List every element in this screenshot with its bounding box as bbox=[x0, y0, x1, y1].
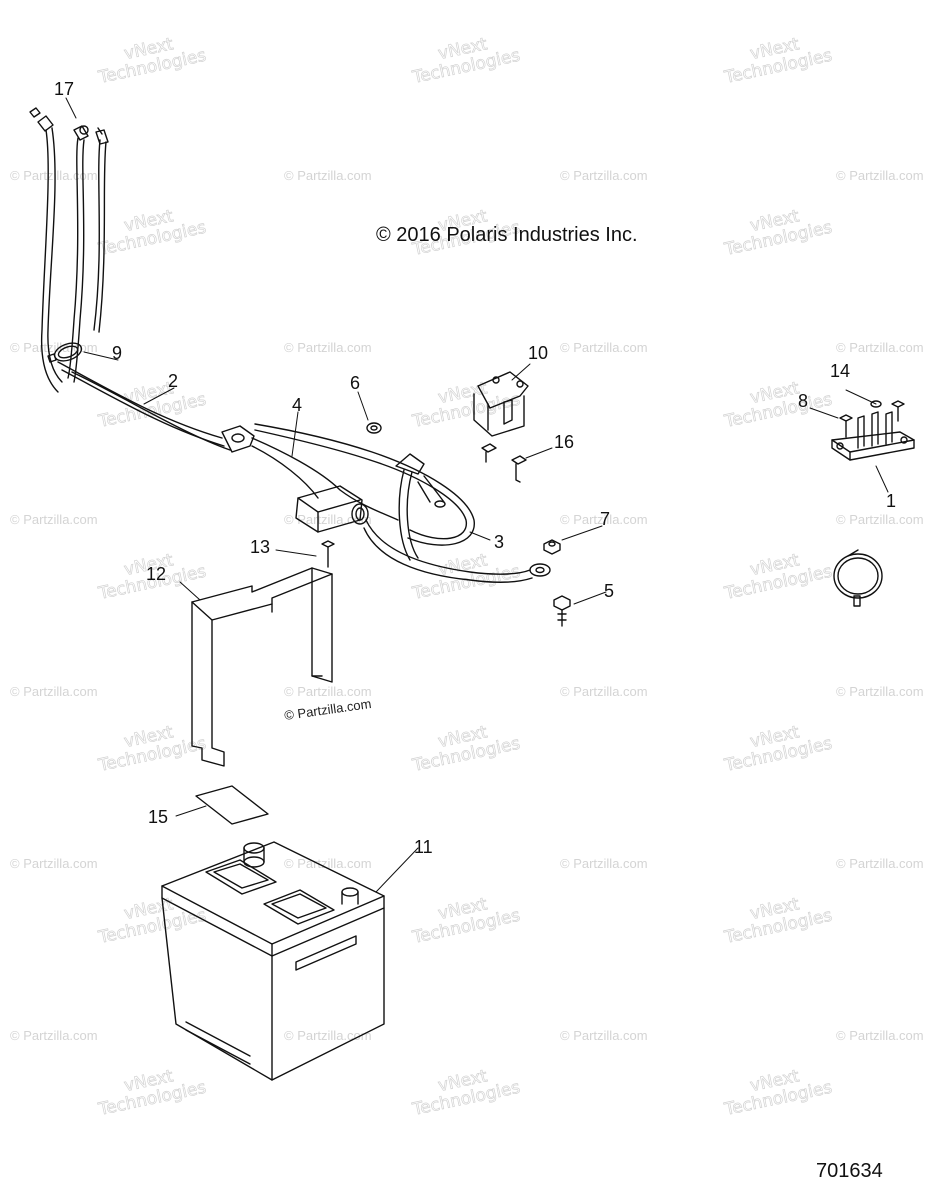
drawing-number: 701634 bbox=[816, 1160, 883, 1182]
hose-clip bbox=[833, 549, 883, 607]
callout-8: 8 bbox=[798, 391, 809, 411]
nut-6 bbox=[366, 422, 382, 434]
callout-9: 9 bbox=[112, 343, 123, 363]
callout-11: 11 bbox=[414, 837, 433, 857]
clamp-9 bbox=[47, 342, 83, 363]
callout-3: 3 bbox=[494, 532, 505, 552]
copyright-notice: © 2016 Polaris Industries Inc. bbox=[376, 224, 638, 246]
label-15 bbox=[195, 785, 269, 825]
callout-14: 14 bbox=[830, 361, 851, 381]
callout-1: 1 bbox=[886, 491, 897, 511]
stud-5 bbox=[553, 595, 571, 627]
leader-lines bbox=[65, 97, 889, 893]
bolt-8 bbox=[839, 414, 853, 438]
callout-12: 12 bbox=[146, 564, 167, 584]
callout-6: 6 bbox=[350, 373, 361, 393]
terminal-block-1 bbox=[831, 411, 915, 461]
relay-10 bbox=[473, 371, 529, 437]
harness-cables bbox=[57, 361, 551, 583]
callout-7: 7 bbox=[600, 509, 611, 529]
callout-10: 10 bbox=[528, 343, 549, 363]
bolt-14 bbox=[870, 400, 905, 422]
bracket-12 bbox=[191, 567, 333, 767]
callout-17: 17 bbox=[54, 79, 75, 99]
bolt-13 bbox=[321, 540, 335, 568]
cable-17-assembly bbox=[29, 107, 109, 393]
callout-16: 16 bbox=[554, 432, 575, 452]
battery-11 bbox=[161, 841, 385, 1081]
bolt-16 bbox=[481, 443, 527, 483]
callout-5: 5 bbox=[604, 581, 615, 601]
callout-15: 15 bbox=[148, 807, 169, 827]
callout-4: 4 bbox=[292, 395, 303, 415]
nut-7 bbox=[543, 539, 561, 555]
callout-13: 13 bbox=[250, 537, 271, 557]
callout-2: 2 bbox=[168, 371, 179, 391]
